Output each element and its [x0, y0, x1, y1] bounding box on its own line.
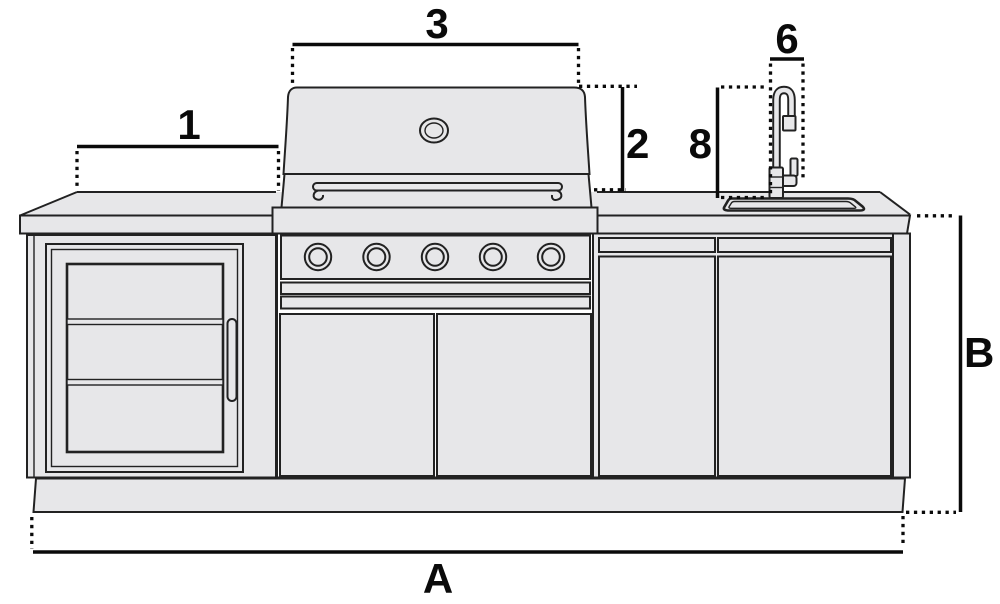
faucet-spout [774, 87, 794, 171]
grill-frame [275, 232, 594, 479]
dim-grill-width: 3 [290, 0, 581, 86]
countertop-left-bevel-edge [19, 191, 78, 217]
grill-drip-tray [280, 281, 591, 295]
countertop-right-bevel-edge [879, 191, 911, 216]
dim-total-height-label: B [964, 329, 994, 376]
dim-hood-height-label: 2 [626, 120, 649, 167]
grill-knob-inner [425, 247, 445, 267]
sink-cabinet [592, 232, 911, 479]
fridge-cabinet [26, 234, 278, 479]
dim-faucet-width-label: 6 [775, 15, 798, 62]
grill-knob-inner [483, 247, 503, 267]
hood-handle-curl-left [312, 189, 325, 201]
grill-door-left [279, 313, 435, 477]
dim-hood-height: 2 [579, 84, 649, 192]
fridge-door [45, 243, 244, 473]
grill-knobs [303, 242, 566, 272]
plinth [32, 477, 907, 513]
hood-vent-icon [419, 117, 449, 144]
grill-hood [282, 86, 591, 175]
grill-knob [478, 242, 508, 272]
grill-knob [362, 242, 391, 272]
grill-drip-tray [280, 295, 591, 310]
dim-faucet-height-label: 8 [689, 120, 712, 167]
faucet [768, 85, 799, 199]
sink-cabinet-rail-right [717, 237, 892, 253]
sink-cabinet-rail-left [598, 237, 716, 253]
sink-door-right [717, 255, 892, 477]
sink-basin [722, 197, 866, 212]
fridge-glass-window [65, 262, 225, 454]
grill-knob-inner [541, 247, 561, 267]
dim-grill-width-label: 3 [425, 0, 448, 47]
fridge-shelf [66, 318, 224, 326]
sink-rim-inner [728, 200, 857, 209]
grill-knob-inner [366, 247, 387, 267]
dim-faucet-height: 8 [689, 85, 768, 200]
grill-knob [303, 242, 333, 272]
dim-faucet-width: 6 [768, 15, 805, 196]
hood-handle [312, 182, 563, 201]
grill-knob-inner [308, 247, 328, 267]
sink-door-left [598, 255, 716, 477]
grill-knob [420, 242, 450, 272]
fridge-handle [226, 318, 238, 402]
grill-ledge [271, 206, 599, 235]
dim-left-counter-width: 1 [75, 101, 281, 191]
hood-handle-bar [312, 182, 563, 192]
cabinet-side-panel [892, 232, 911, 479]
faucet-lever-tab [789, 157, 799, 177]
dimension-annotations: 3 1 2 6 8 [30, 0, 994, 602]
grill-door-right [436, 313, 592, 477]
fridge-shelf [66, 378, 224, 386]
dim-left-counter-label: 1 [177, 101, 200, 148]
hood-vent-inner [424, 122, 444, 139]
sink-rim-outer [722, 197, 866, 212]
dim-total-width-label: A [423, 555, 453, 602]
faucet-nozzle [782, 115, 797, 132]
grill-knob [536, 242, 566, 272]
grill [271, 86, 599, 479]
dim-total-width: A [30, 516, 905, 602]
dim-total-height: B [906, 214, 994, 514]
hood-handle-curl-right [550, 189, 563, 201]
